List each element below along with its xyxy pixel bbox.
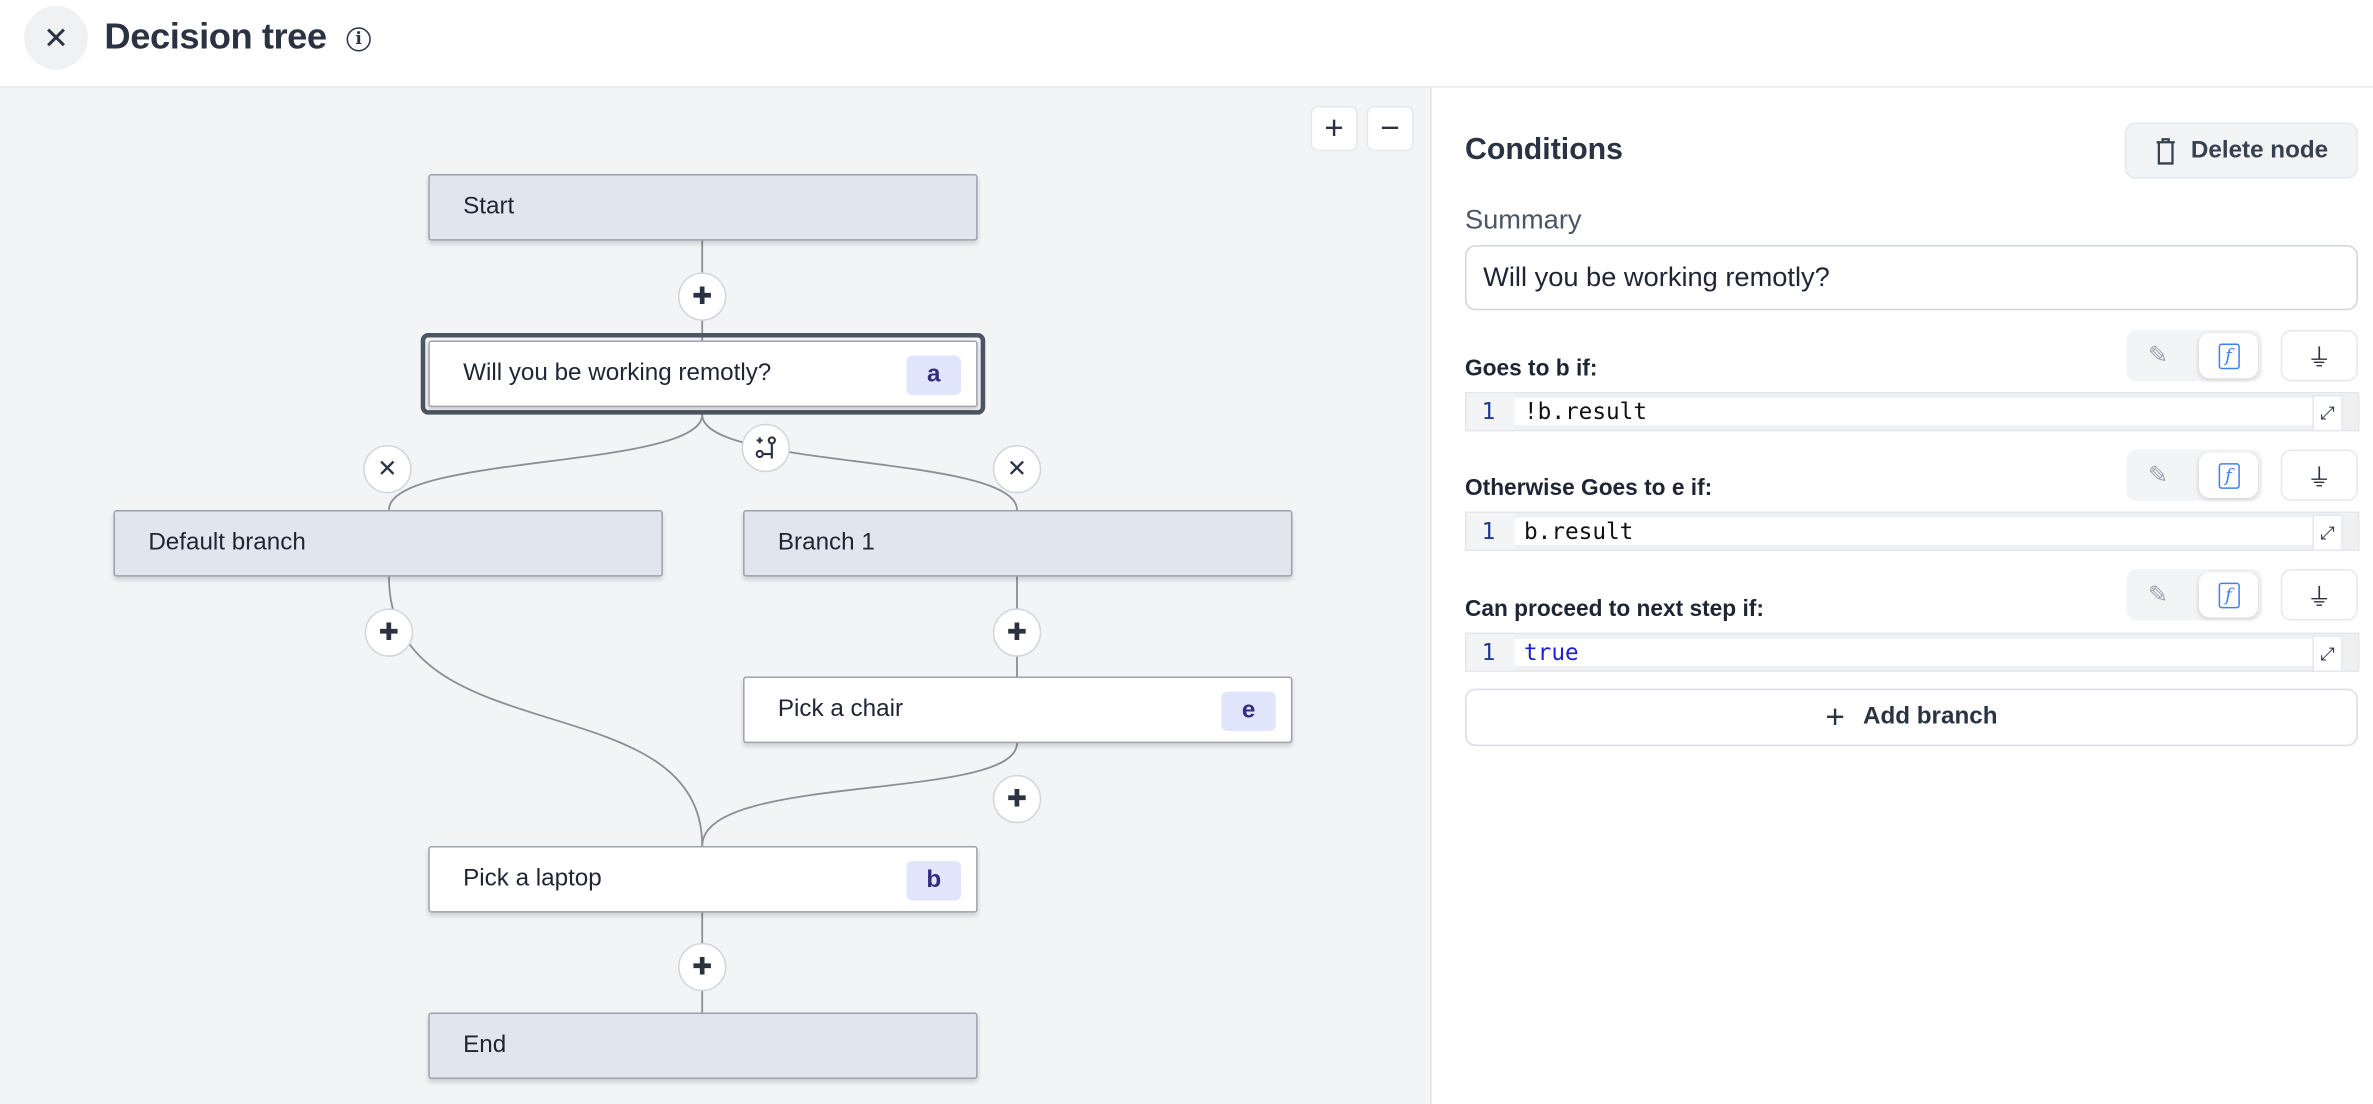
page-title: Decision tree [104,16,327,58]
node-label: Default branch [148,529,306,556]
condition-label: Otherwise Goes to e if: [1464,475,1713,501]
edge-chair-laptop [701,743,1018,846]
code-text[interactable]: b.result [1514,517,2328,545]
node-start[interactable]: Start [428,174,978,241]
node-label: Pick a chair [777,696,904,722]
plug-button[interactable]: ⏚ [2280,449,2358,501]
add-branch-label: Add branch [1862,703,1998,730]
plug-icon: ⏚ [2307,466,2332,492]
node-question[interactable]: Will you be working remotly? a [428,340,978,408]
function-icon: f [2217,342,2240,369]
node-label: End [463,1032,507,1058]
close-button[interactable]: ✕ [24,6,88,70]
add-branch-button[interactable]: + Add branch [1464,688,2358,747]
node-label: Pick a laptop [463,865,602,892]
function-icon: f [2217,581,2240,608]
edge-question-default [388,414,704,511]
selection-outline [420,332,986,415]
node-label: Branch 1 [777,529,875,556]
formula-mode-button[interactable]: f [2198,452,2258,498]
node-branch-1[interactable]: Branch 1 [743,510,1293,577]
node-label: Will you be working remotly? [463,360,772,386]
code-text[interactable]: !b.result [1514,398,2328,426]
node-badge: a [906,355,962,395]
mode-toggle: ✎f [2126,329,2263,382]
plus-icon: ✚ [692,954,713,981]
close-icon: ✕ [1006,457,1028,483]
plug-icon: ⏚ [2307,585,2332,612]
formula-mode-button[interactable]: f [2198,572,2258,618]
plus-icon: ✚ [1006,620,1028,647]
plug-button[interactable]: ⏚ [2280,329,2358,382]
flow-canvas[interactable] [0,87,1432,1104]
info-icon[interactable]: i [346,27,371,52]
node-pick-chair[interactable]: Pick a chair e [743,676,1293,744]
condition-label: Goes to b if: [1464,355,1598,382]
line-number: 1 [1466,513,1515,550]
node-pick-laptop[interactable]: Pick a laptop b [428,845,978,913]
git-branch-plus-icon [755,436,776,459]
expand-icon[interactable]: ⤢ [2312,394,2343,432]
plug-icon: ⏚ [2307,346,2332,373]
delete-node-label: Delete node [2190,136,2329,163]
summary-label: Summary [1464,204,1582,235]
close-icon: ✕ [377,457,398,483]
line-number: 1 [1466,393,1515,430]
function-icon: f [2217,462,2240,489]
add-step-button[interactable]: ✚ [992,774,1042,824]
add-step-button[interactable]: ✚ [678,942,727,992]
edge-default-laptop [388,576,704,846]
delete-node-button[interactable]: Delete node [2124,122,2358,179]
plus-icon: ✚ [692,284,713,311]
node-end[interactable]: End [428,1012,978,1080]
condition-label: Can proceed to next step if: [1464,596,1764,623]
add-branch-node-button[interactable] [741,423,790,473]
pencil-icon[interactable]: ✎ [2147,463,2169,489]
add-step-button[interactable]: ✚ [678,272,727,321]
pencil-icon[interactable]: ✎ [2147,343,2169,370]
code-editor[interactable]: 1!b.result⤢ [1464,391,2360,432]
panel-title: Conditions [1464,133,1624,167]
add-step-button[interactable]: ✚ [364,608,414,657]
remove-branch-button[interactable]: ✕ [363,444,412,494]
node-default-branch[interactable]: Default branch [113,510,663,577]
add-step-button[interactable]: ✚ [992,608,1042,657]
mode-toggle: ✎f [2126,569,2263,621]
zoom-in-button[interactable]: + [1310,105,1358,152]
conditions-panel: Conditions Delete node Summary ✎f ⏚ Goes… [1433,87,2373,1104]
expand-icon[interactable]: ⤢ [2312,514,2343,551]
close-icon: ✕ [43,21,69,56]
code-text[interactable]: true [1514,638,2328,666]
plug-button[interactable]: ⏚ [2280,569,2358,621]
plus-icon: + [1825,697,1845,736]
expand-icon[interactable]: ⤢ [2312,635,2343,672]
pencil-icon[interactable]: ✎ [2147,582,2169,609]
remove-branch-button[interactable]: ✕ [992,444,1042,494]
header: ✕ Decision tree i [0,0,2373,88]
summary-input[interactable] [1464,245,2358,311]
node-badge: e [1221,691,1276,731]
plus-icon: ✚ [378,620,400,647]
plus-icon: ✚ [1006,786,1028,813]
trash-icon [2156,137,2175,164]
zoom-out-button[interactable]: − [1366,105,1414,152]
formula-mode-button[interactable]: f [2198,332,2258,379]
mode-toggle: ✎f [2126,449,2263,501]
node-badge: b [906,861,962,901]
edge-question-branch1 [701,414,1018,511]
node-label: Start [463,193,515,220]
line-number: 1 [1466,634,1515,671]
